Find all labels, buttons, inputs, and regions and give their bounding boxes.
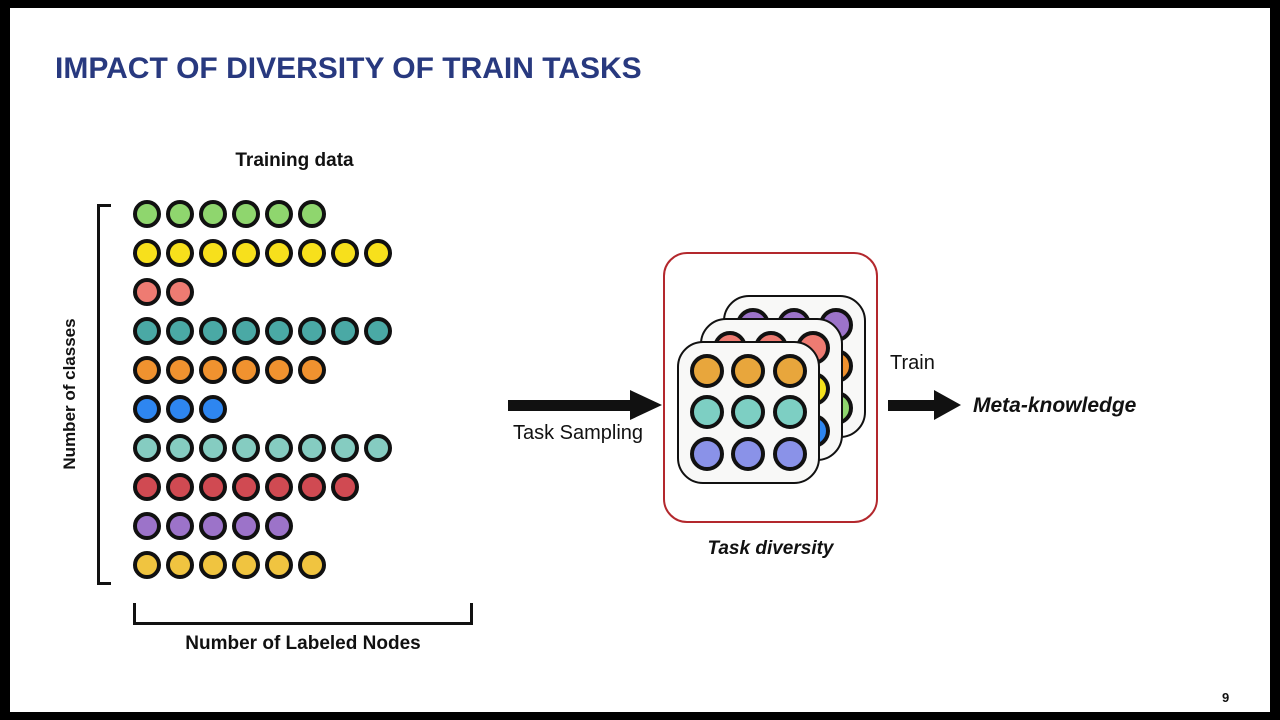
number-of-classes-label: Number of classes: [60, 318, 79, 470]
purple-node-dot: [133, 512, 161, 540]
green-node-dot: [133, 200, 161, 228]
training-grid-row-teal: [133, 317, 397, 353]
red-node-dot: [331, 473, 359, 501]
green-node-dot: [199, 200, 227, 228]
front-card: [677, 341, 820, 484]
training-grid-row-yellow: [133, 239, 397, 275]
training-data-label: Training data: [235, 150, 354, 171]
task-card-dot: [731, 354, 766, 389]
red-node-dot: [265, 473, 293, 501]
orange-node-dot: [232, 356, 260, 384]
teal-node-dot: [166, 317, 194, 345]
orange-node-dot: [133, 356, 161, 384]
yellow-node-dot: [265, 239, 293, 267]
aqua-node-dot: [265, 434, 293, 462]
task-sampling-label: Task Sampling: [512, 422, 644, 444]
teal-node-dot: [298, 317, 326, 345]
yellow-node-dot: [199, 239, 227, 267]
arrow-head: [934, 390, 961, 420]
task-card-dot: [772, 436, 807, 471]
classes-bracket: [97, 204, 111, 585]
blue-node-dot: [133, 395, 161, 423]
number-of-labeled-nodes-label: Number of Labeled Nodes: [185, 633, 421, 654]
page-title: IMPACT OF DIVERSITY OF TRAIN TASKS: [55, 52, 642, 85]
purple-node-dot: [166, 512, 194, 540]
red-node-dot: [166, 473, 194, 501]
training-grid-row-purple: [133, 512, 397, 548]
teal-node-dot: [232, 317, 260, 345]
task-card-dot: [772, 395, 807, 430]
training-grid-row-gold: [133, 551, 397, 587]
meta-knowledge-label: Meta-knowledge: [973, 394, 1137, 417]
green-node-dot: [232, 200, 260, 228]
task-card-dot: [772, 354, 807, 389]
task-card-dot: [731, 436, 766, 471]
task-card-dot: [690, 354, 725, 389]
yellow-node-dot: [133, 239, 161, 267]
task-sampling-arrow-icon: [508, 390, 662, 421]
labeled-nodes-bracket: [133, 603, 473, 625]
teal-node-dot: [199, 317, 227, 345]
training-grid-row-orange: [133, 356, 397, 392]
training-grid-row-salmon: [133, 278, 397, 314]
task-card-dot: [731, 395, 766, 430]
blue-node-dot: [199, 395, 227, 423]
green-node-dot: [265, 200, 293, 228]
aqua-node-dot: [232, 434, 260, 462]
slide: IMPACT OF DIVERSITY OF TRAIN TASKS Train…: [10, 8, 1270, 712]
red-node-dot: [298, 473, 326, 501]
task-diversity-box: [663, 252, 878, 523]
gold-node-dot: [133, 551, 161, 579]
train-label: Train: [890, 352, 935, 374]
teal-node-dot: [331, 317, 359, 345]
salmon-node-dot: [133, 278, 161, 306]
aqua-node-dot: [199, 434, 227, 462]
arrow-head: [630, 390, 662, 420]
gold-node-dot: [265, 551, 293, 579]
yellow-node-dot: [331, 239, 359, 267]
red-node-dot: [199, 473, 227, 501]
training-grid-row-green: [133, 200, 397, 236]
teal-node-dot: [364, 317, 392, 345]
teal-node-dot: [133, 317, 161, 345]
orange-node-dot: [166, 356, 194, 384]
task-card-dot: [690, 395, 725, 430]
aqua-node-dot: [364, 434, 392, 462]
training-grid: [133, 200, 397, 590]
gold-node-dot: [232, 551, 260, 579]
yellow-node-dot: [166, 239, 194, 267]
yellow-node-dot: [364, 239, 392, 267]
orange-node-dot: [265, 356, 293, 384]
gold-node-dot: [298, 551, 326, 579]
arrow-shaft: [888, 400, 934, 411]
arrow-shaft: [508, 400, 630, 411]
gold-node-dot: [199, 551, 227, 579]
purple-node-dot: [232, 512, 260, 540]
aqua-node-dot: [298, 434, 326, 462]
red-node-dot: [232, 473, 260, 501]
green-node-dot: [298, 200, 326, 228]
purple-node-dot: [265, 512, 293, 540]
page-number: 9: [1222, 690, 1230, 705]
aqua-node-dot: [133, 434, 161, 462]
aqua-node-dot: [166, 434, 194, 462]
training-grid-row-aqua: [133, 434, 397, 470]
task-diversity-label: Task diversity: [707, 538, 834, 559]
yellow-node-dot: [298, 239, 326, 267]
blue-node-dot: [166, 395, 194, 423]
red-node-dot: [133, 473, 161, 501]
orange-node-dot: [199, 356, 227, 384]
train-arrow-icon: [888, 390, 961, 421]
yellow-node-dot: [232, 239, 260, 267]
salmon-node-dot: [166, 278, 194, 306]
green-node-dot: [166, 200, 194, 228]
aqua-node-dot: [331, 434, 359, 462]
orange-node-dot: [298, 356, 326, 384]
teal-node-dot: [265, 317, 293, 345]
gold-node-dot: [166, 551, 194, 579]
training-grid-row-blue: [133, 395, 397, 431]
purple-node-dot: [199, 512, 227, 540]
training-grid-row-red: [133, 473, 397, 509]
task-card-dot: [690, 436, 725, 471]
